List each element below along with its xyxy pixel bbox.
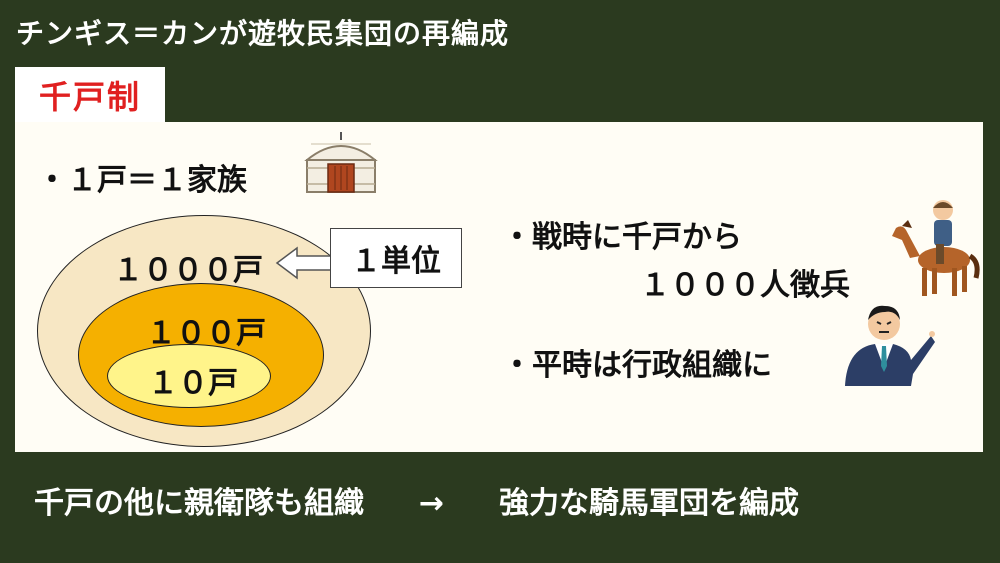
label-10-households: １０戸 [148, 366, 238, 401]
footer-arrow: → [418, 486, 445, 521]
horse-rider-icon [892, 200, 980, 296]
footer-left-text: 千戸の他に親衛隊も組織 [34, 486, 364, 521]
bullet-peace: ・平時は行政組織に [502, 348, 772, 383]
bullet-war-line2: １０００人徴兵 [640, 268, 850, 303]
yurt-icon [304, 132, 378, 193]
unit-label-box: １単位 [330, 228, 462, 288]
label-1000-households: １０００戸 [113, 253, 263, 288]
section-tag: 千戸制 [15, 67, 165, 122]
bullet-war-line1: ・戦時に千戸から [502, 220, 742, 255]
footer-summary: 千戸の他に親衛隊も組織 → 強力な騎馬軍団を編成 [34, 478, 799, 522]
left-arrow-icon [275, 246, 333, 280]
page-title: チンギス＝カンが遊牧民集団の再編成 [16, 17, 510, 50]
bullet-household: ・１戸＝１家族 [37, 163, 247, 198]
pointing-official-icon [845, 305, 935, 386]
ellipse-10 [107, 344, 271, 408]
content-panel: ・１戸＝１家族 １０００戸 １００戸 １０戸 １単位 ・戦時に千戸から １０００… [15, 122, 983, 452]
label-100-households: １００戸 [146, 316, 266, 351]
footer-right-text: 強力な騎馬軍団を編成 [498, 486, 799, 521]
